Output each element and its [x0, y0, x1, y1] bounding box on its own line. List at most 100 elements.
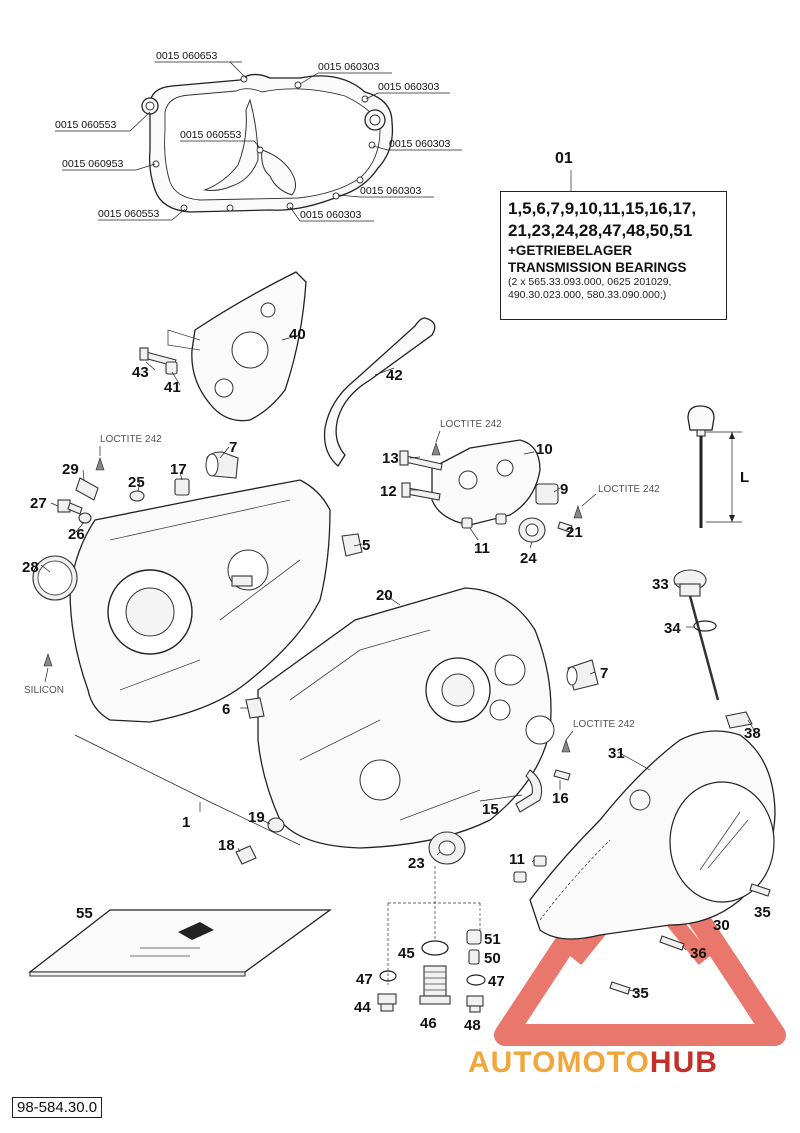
part-35-screw-right [749, 883, 771, 897]
label-35-right: 35 [754, 904, 771, 921]
part-45-o-ring [421, 940, 449, 956]
part-46-oil-screen [419, 965, 451, 1005]
part-27-screw [57, 499, 83, 515]
label-45: 45 [398, 945, 415, 962]
part-21-screw [557, 521, 573, 533]
gasket-pn-9: 0015 060553 [98, 208, 159, 220]
gasket-pn-2: 0015 060303 [318, 61, 379, 73]
loctite-note-2: LOCTITE 242 [440, 419, 502, 430]
oil-screen-leaders [387, 866, 481, 985]
part-31-gasket [539, 839, 611, 921]
label-25: 25 [128, 474, 145, 491]
part-35-screw-lower [609, 981, 631, 995]
label-17: 17 [170, 461, 187, 478]
gasket-pn-4: 0015 060553 [55, 119, 116, 131]
gasket-pn-6: 0015 060303 [389, 138, 450, 150]
kit-line-6: 490.30.023.000, 580.33.090.000;) [508, 289, 667, 301]
label-26: 26 [68, 526, 85, 543]
kit-line-4: TRANSMISSION BEARINGS [508, 260, 687, 275]
gasket-pn-1: 0015 060653 [156, 50, 217, 62]
kit-contents-box: 1,5,6,7,9,10,11,15,16,17, 21,23,24,28,47… [500, 191, 727, 320]
label-19: 19 [248, 809, 265, 826]
part-26-seal-ring [78, 512, 92, 524]
watermark-part-2: HUB [649, 1046, 718, 1079]
silicon-note: SILICON [24, 685, 64, 696]
label-7-top: 7 [229, 439, 237, 456]
label-12: 12 [380, 483, 397, 500]
part-7-bushing-right [566, 659, 599, 691]
label-13: 13 [382, 450, 399, 467]
right-crankcase-half [257, 587, 555, 849]
part-11-dowel-lower-2 [513, 871, 527, 883]
label-1: 1 [182, 814, 190, 831]
kit-line-3: +GETRIEBELAGER [508, 243, 633, 258]
label-21: 21 [566, 524, 583, 541]
part-number-labels: 1 5 6 7 7 9 10 11 11 12 13 15 16 17 18 1… [22, 326, 771, 1034]
label-35-lower: 35 [632, 985, 649, 1002]
label-11-lower: 11 [509, 851, 525, 868]
part-51-spring [466, 929, 482, 945]
label-36: 36 [690, 945, 707, 962]
gasket-pn-7: 0015 060953 [62, 158, 123, 170]
label-16: 16 [552, 790, 569, 807]
label-47-right: 47 [488, 973, 505, 990]
label-30: 30 [713, 917, 730, 934]
label-18: 18 [218, 837, 235, 854]
part-5-bushing [341, 533, 363, 557]
label-27: 27 [30, 495, 47, 512]
part-17-sleeve [174, 478, 190, 496]
left-crankcase-half [69, 479, 331, 723]
part-15-guide [515, 769, 543, 813]
watermark-part-1: AUTOMOTO [468, 1046, 650, 1079]
dimension-l: L [740, 469, 749, 486]
label-50: 50 [484, 950, 501, 967]
adhesive-notes: LOCTITE 242 LOCTITE 242 LOCTITE 242 LOCT… [24, 419, 749, 753]
part-50-piston [468, 949, 480, 965]
part-30-clutch-cover [529, 730, 776, 940]
label-38: 38 [744, 725, 761, 742]
label-9: 9 [560, 481, 568, 498]
part-18-screw [235, 845, 257, 865]
label-24: 24 [520, 550, 537, 567]
part-33-oil-plug [673, 569, 720, 701]
part-leaders [40, 334, 758, 993]
label-48: 48 [464, 1017, 481, 1034]
label-5: 5 [362, 537, 370, 554]
label-31: 31 [608, 745, 625, 762]
label-43: 43 [132, 364, 149, 381]
part-24-seal [518, 517, 546, 543]
label-10: 10 [536, 441, 553, 458]
label-40: 40 [289, 326, 306, 343]
diagram-code: 98-584.30.0 [12, 1097, 103, 1118]
label-33: 33 [652, 576, 669, 593]
part-25-washer [129, 490, 145, 502]
part-23-bearing [428, 831, 466, 865]
part-42-guide [323, 317, 436, 467]
label-55: 55 [76, 905, 93, 922]
assembly-lines [74, 734, 301, 846]
gasket-part-numbers: 0015 060653 0015 060303 0015 060303 0015… [55, 50, 450, 221]
label-11-upper: 11 [474, 540, 490, 557]
part-7-bushing-top [205, 451, 239, 479]
part-47-seal-left [379, 970, 397, 982]
gasket-pn-10: 0015 060303 [300, 209, 361, 221]
part-13-bolt [399, 450, 443, 471]
part-11-dowels-upper [461, 513, 507, 529]
part-36-screw [659, 935, 685, 951]
label-51: 51 [484, 931, 501, 948]
kit-line-5: (2 x 565.33.093.000, 0625 201029, [508, 276, 672, 288]
part-41-sleeve [165, 361, 178, 375]
part-40-bracket [167, 271, 307, 422]
part-11-dowel-lower-1 [533, 855, 547, 867]
label-28: 28 [22, 559, 39, 576]
label-34: 34 [664, 620, 681, 637]
gasket-leaders [55, 61, 462, 222]
loctite-note-1: LOCTITE 242 [100, 434, 162, 445]
part-10-bearing-support [431, 439, 541, 526]
kit-number: 01 [555, 150, 573, 167]
part-44-plug [377, 993, 397, 1012]
part-55-manual [28, 909, 332, 977]
label-6: 6 [222, 701, 230, 718]
label-23: 23 [408, 855, 425, 872]
